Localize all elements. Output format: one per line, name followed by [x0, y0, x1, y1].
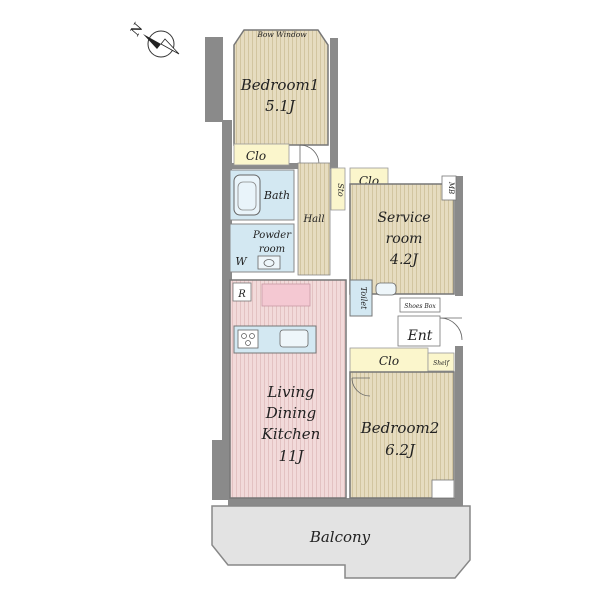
shoes-box-label: Shoes Box — [404, 303, 436, 310]
wall-bottom — [228, 498, 458, 506]
service-size: 4.2J — [389, 252, 419, 268]
bathtub-inner-icon — [237, 181, 257, 211]
bedroom2-closet-label: Clo — [379, 354, 399, 368]
toilet-bowl-icon — [375, 282, 397, 296]
refrigerator-label: R — [237, 289, 246, 300]
ldk-floor — [229, 279, 347, 499]
storage-floor — [330, 167, 346, 211]
service-label-line2: room — [386, 231, 423, 247]
kitchen-counter — [261, 283, 311, 307]
service-label-line1: Service — [377, 210, 430, 226]
compass-circle — [147, 30, 175, 58]
sink-basin-icon — [263, 259, 275, 267]
shelf-label: Shelf — [433, 360, 450, 367]
wall-bed1-east — [330, 38, 338, 163]
bedroom2-door — [351, 377, 371, 397]
bedroom2-shelf — [427, 352, 455, 372]
bedroom2-name: Bedroom2 — [360, 419, 440, 437]
mb-label: MB — [447, 181, 455, 194]
entrance-floor — [397, 315, 441, 347]
stove-burner-icon — [249, 333, 255, 339]
wall-main — [222, 120, 232, 500]
wall-service-east — [455, 176, 463, 296]
bedroom2-floor — [349, 371, 455, 499]
compass-needle-north — [143, 34, 161, 49]
bedroom2-size: 6.2J — [385, 441, 416, 459]
washer-label: W — [235, 255, 248, 268]
hall-floor — [297, 162, 331, 276]
ldk-size: 11J — [278, 447, 304, 465]
bow-window-label: Bow Window — [256, 30, 307, 39]
wall-bed2-east — [455, 346, 463, 506]
stove-icon — [237, 329, 259, 349]
ldk-label-line3: Kitchen — [261, 425, 321, 443]
bedroom1-size: 5.1J — [265, 97, 296, 115]
mb-box — [441, 175, 457, 201]
compass-label: N — [127, 21, 146, 40]
ldk-label-line2: Dining — [265, 404, 317, 422]
stove-burner-icon — [245, 340, 251, 346]
compass: N — [127, 21, 180, 58]
refrigerator-box — [232, 282, 252, 302]
toilet-floor — [349, 279, 373, 317]
ldk-label-line1: Living — [266, 383, 314, 401]
bedroom1-door — [299, 144, 320, 165]
stove-burner-icon — [241, 333, 247, 339]
wall-mid-top — [228, 163, 338, 169]
walls — [205, 37, 463, 506]
entrance-door — [439, 317, 463, 341]
storage-label: Sto — [336, 183, 345, 197]
toilet-label: Toilet — [359, 287, 368, 310]
balcony-label: Balcony — [309, 528, 371, 546]
bath-label: Bath — [263, 189, 290, 202]
compass-needle-south — [160, 38, 180, 55]
sink-icon — [257, 255, 281, 270]
balcony-floor — [211, 505, 471, 579]
bedroom2-alcove — [431, 479, 455, 499]
powder-label-line2: room — [259, 244, 285, 255]
powder-label-line1: Powder — [252, 230, 292, 241]
hall-label: Hall — [302, 214, 324, 225]
shoes-box — [399, 297, 441, 313]
bedroom1-closet-label: Clo — [246, 149, 266, 163]
kitchen-sink-icon — [279, 329, 309, 348]
bedroom2-closet — [349, 347, 429, 373]
service-room-floor — [349, 183, 455, 295]
wall-north-pillar — [205, 37, 223, 122]
entrance-label: Ent — [407, 328, 433, 344]
bedroom1-name: Bedroom1 — [240, 76, 320, 94]
bedroom1-closet — [233, 143, 290, 166]
bathtub-icon — [233, 174, 261, 216]
